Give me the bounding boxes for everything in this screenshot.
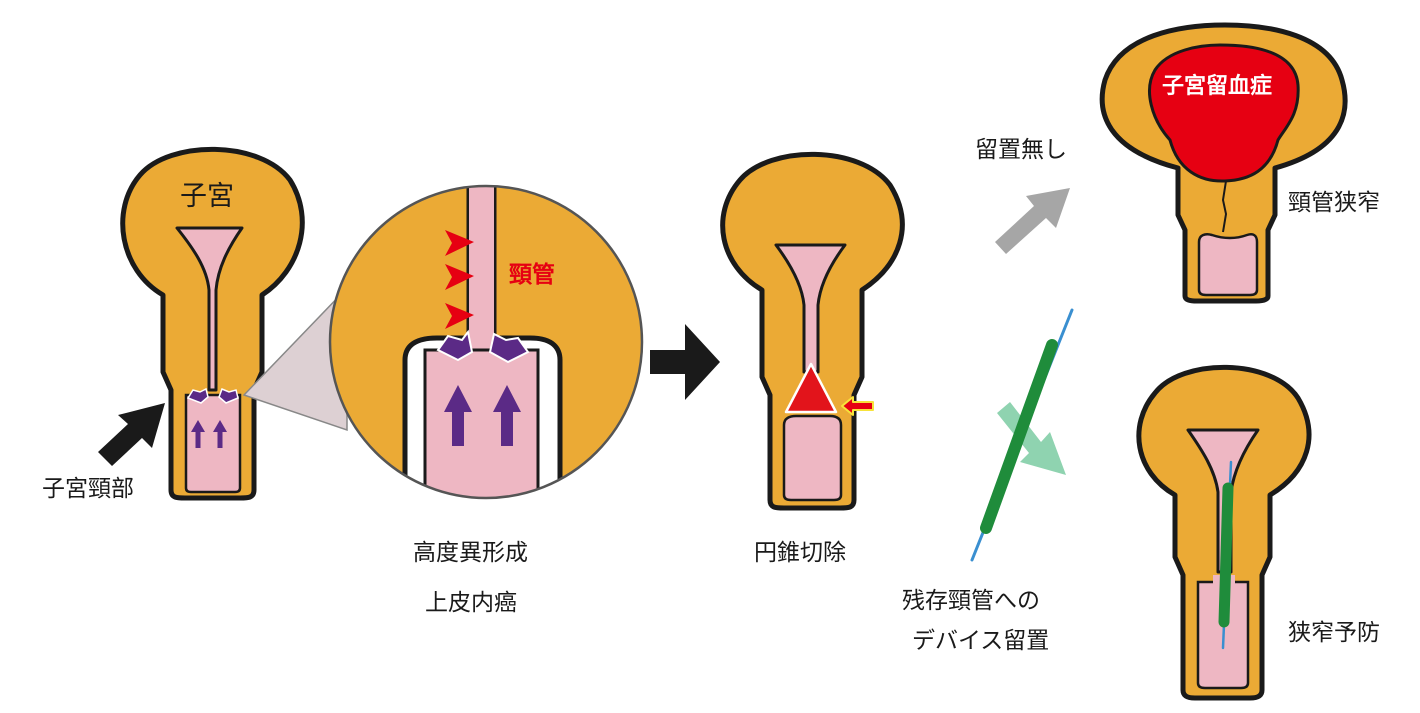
uterus-figure-stenosis: 子宮留血症 [1099, 22, 1348, 304]
cervical-canal-label: 頸管 [509, 261, 555, 288]
black-arrow-icon [650, 324, 720, 400]
conization-label: 円錐切除 [754, 540, 846, 566]
cervical-lumen [1197, 233, 1259, 297]
red-arrowhead-icon [445, 303, 474, 329]
uterus-label: 子宮 [180, 181, 234, 212]
lesion-left [186, 387, 209, 404]
zoom-canal [469, 186, 494, 355]
stenotic-canal [1221, 180, 1228, 233]
prevention-label: 狭窄予防 [1288, 620, 1380, 646]
lesion-left [436, 329, 474, 362]
up-arrow-icon [493, 385, 521, 446]
hsil-label-line1: 高度異形成 [413, 540, 528, 566]
gray-arrow-icon [995, 188, 1070, 254]
device-label-line1: 残存頸管への [902, 588, 1040, 614]
cervical-lumen [782, 414, 843, 502]
lesion-right [488, 332, 530, 364]
no-device-label: 留置無し [975, 137, 1067, 163]
hematometra [1148, 43, 1300, 183]
up-arrow-icon [191, 420, 205, 448]
uterine-cavity [774, 243, 847, 374]
zoom-circle: 頸管 [328, 184, 644, 500]
uterus-figure-prevention [1136, 364, 1312, 701]
up-arrow-icon [213, 420, 227, 448]
hematometra-label: 子宮留血症 [1162, 73, 1272, 99]
zoom-cervical-lumen [423, 348, 540, 498]
black-arrow-icon [98, 403, 165, 466]
device-body [1218, 482, 1234, 628]
red-arrowhead-icon [445, 230, 474, 256]
device-label-line2: デバイス留置 [912, 628, 1049, 654]
device-standalone [970, 308, 1074, 562]
up-arrow-icon [444, 385, 472, 446]
uterus-figure-3 [720, 151, 905, 511]
small-red-arrow-icon [841, 396, 874, 416]
red-arrowhead-icon [445, 264, 474, 290]
cone-excision [784, 362, 838, 414]
cervix-label: 子宮頸部 [42, 476, 134, 502]
cervical-lumen [184, 393, 242, 494]
uterus-figure-1 [120, 146, 305, 501]
uterine-cavity [175, 226, 244, 392]
lesion-right [218, 388, 239, 404]
hsil-label-line2: 上皮内癌 [425, 590, 517, 616]
green-arrow-icon [997, 402, 1066, 475]
stenosis-label: 頸管狭窄 [1288, 190, 1380, 216]
